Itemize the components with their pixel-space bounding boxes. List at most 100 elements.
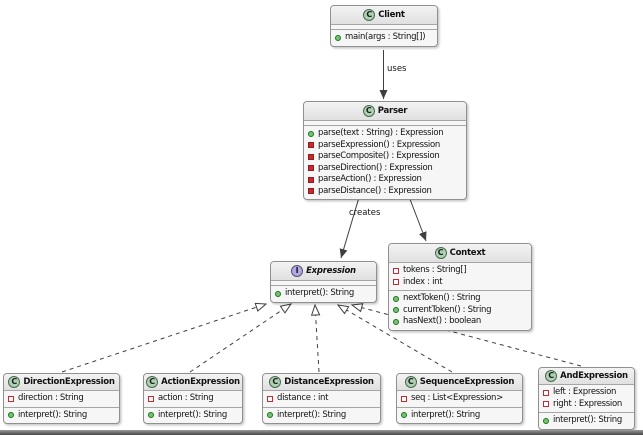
field-row: direction : String — [4, 393, 119, 405]
private-method-icon — [308, 165, 314, 172]
public-method-icon — [148, 412, 154, 419]
method-row: hasNext() : boolean — [389, 316, 531, 328]
field-text: tokens : String[] — [403, 265, 467, 275]
field-row: distance : int — [263, 393, 380, 405]
method-text: nextToken() : String — [403, 293, 481, 303]
class-name: DistanceExpression — [284, 377, 374, 387]
field-row: left : Expression — [539, 387, 634, 399]
field-text: direction : String — [18, 393, 84, 403]
class-name: DirectionExpression — [23, 377, 115, 387]
method-row: interpret(): String — [271, 288, 376, 300]
methods-compartment: main(args : String[]) — [331, 30, 437, 46]
method-text: parseAction() : Expression — [318, 174, 422, 184]
method-text: interpret(): String — [158, 409, 227, 420]
edge-directionexpression-implements-expression — [61, 302, 268, 373]
field-row: seq : List<Expression> — [397, 393, 522, 405]
method-row: nextToken() : String — [389, 293, 531, 305]
field-text: seq : List<Expression> — [411, 393, 503, 403]
class-icon: C — [404, 376, 417, 388]
public-method-icon — [543, 417, 549, 424]
class-actionexpression-title: C ActionExpression — [144, 374, 242, 391]
class-icon: C — [434, 247, 447, 259]
class-parser[interactable]: C Parser parse(text : String) : Expressi… — [303, 101, 467, 200]
method-row: parseDirection() : Expression — [304, 163, 466, 175]
class-sequenceexpression-title: C SequenceExpression — [397, 374, 522, 391]
class-distanceexpression[interactable]: C DistanceExpression distance : int inte… — [262, 373, 381, 424]
method-row: parseComposite() : Expression — [304, 151, 466, 163]
class-andexpression-title: C AndExpression — [539, 368, 634, 385]
class-icon: C — [362, 105, 375, 117]
method-text: parseDirection() : Expression — [318, 162, 433, 173]
field-row: right : Expression — [539, 399, 634, 411]
fields-compartment: seq : List<Expression> — [397, 391, 522, 407]
fields-compartment: tokens : String[] index : int — [389, 263, 531, 290]
public-method-icon — [275, 290, 281, 297]
method-text: interpret(): String — [285, 288, 354, 298]
class-parser-title: C Parser — [304, 102, 466, 121]
interface-expression[interactable]: I Expression interpret(): String — [270, 261, 377, 303]
fields-compartment: left : Expression right : Expression — [539, 385, 634, 412]
method-text: interpret(): String — [411, 409, 480, 420]
method-text: interpret(): String — [18, 409, 87, 420]
edge-parser-creates-expression — [339, 193, 361, 259]
class-name: Parser — [377, 106, 408, 116]
private-field-icon — [8, 395, 14, 402]
fields-compartment: action : String — [144, 391, 242, 407]
class-context[interactable]: C Context tokens : String[] index : int … — [388, 243, 532, 331]
private-field-icon — [543, 401, 549, 408]
method-row: parseDistance() : Expression — [304, 186, 466, 198]
edge-label-uses: uses — [387, 64, 407, 74]
method-text: parseDistance() : Expression — [318, 185, 432, 196]
private-method-icon — [308, 188, 314, 195]
class-actionexpression[interactable]: C ActionExpression action : String inter… — [143, 373, 243, 424]
private-field-icon — [401, 395, 407, 402]
private-field-icon — [543, 389, 549, 396]
fields-compartment-empty — [331, 25, 437, 30]
public-method-icon — [267, 412, 273, 419]
edge-distanceexpression-implements-expression — [310, 303, 321, 373]
class-distanceexpression-title: C DistanceExpression — [263, 374, 380, 391]
field-text: distance : int — [277, 393, 329, 403]
class-name: Context — [449, 248, 486, 258]
method-row: interpret(): String — [263, 410, 380, 422]
method-text: currentToken() : String — [403, 304, 492, 315]
private-method-icon — [308, 142, 314, 149]
class-sequenceexpression[interactable]: C SequenceExpression seq : List<Expressi… — [396, 373, 523, 424]
class-directionexpression[interactable]: C DirectionExpression direction : String… — [3, 373, 120, 424]
class-name: SequenceExpression — [419, 377, 515, 387]
class-client[interactable]: C Client main(args : String[]) — [330, 5, 438, 47]
class-icon: C — [8, 376, 21, 388]
method-row: interpret(): String — [539, 415, 634, 427]
class-icon: C — [146, 376, 159, 388]
class-context-title: C Context — [389, 244, 531, 263]
class-name: ActionExpression — [161, 377, 240, 387]
class-name: AndExpression — [560, 371, 628, 381]
method-text: hasNext() : boolean — [403, 316, 482, 326]
method-text: main(args : String[]) — [345, 32, 426, 42]
method-row: parseExpression() : Expression — [304, 140, 466, 152]
private-field-icon — [393, 267, 399, 274]
edge-actionexpression-implements-expression — [189, 303, 293, 373]
private-method-icon — [308, 153, 314, 160]
method-row: interpret(): String — [144, 410, 242, 422]
interface-expression-title: I Expression — [271, 262, 376, 281]
private-field-icon — [393, 279, 399, 286]
fields-compartment-empty — [304, 121, 466, 126]
class-icon: C — [363, 9, 376, 21]
method-row: main(args : String[]) — [331, 32, 437, 44]
private-field-icon — [148, 395, 154, 402]
edge-sequenceexpression-implements-expression — [336, 304, 453, 373]
methods-compartment: interpret(): String — [397, 406, 522, 424]
interface-name: Expression — [306, 266, 356, 276]
public-method-icon — [8, 412, 14, 419]
field-text: index : int — [403, 276, 443, 287]
public-method-icon — [393, 307, 399, 314]
public-method-icon — [308, 130, 314, 137]
interface-icon: I — [291, 265, 304, 277]
class-andexpression[interactable]: C AndExpression left : Expression right … — [538, 367, 635, 430]
method-text: interpret(): String — [277, 409, 346, 420]
edge-parser-context — [407, 193, 427, 242]
field-row: action : String — [144, 393, 242, 405]
